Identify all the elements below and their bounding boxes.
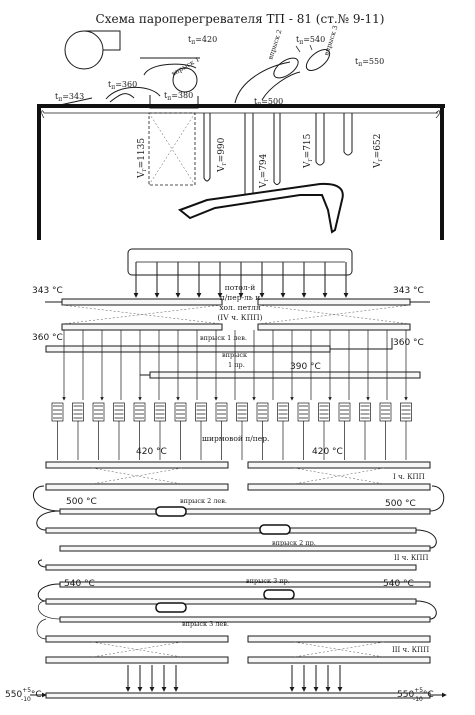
temp-label: 420 °С: [136, 447, 167, 457]
screen-coil-turns: [319, 405, 329, 419]
temp-label: 360 °С: [393, 338, 424, 348]
diagram-title: Схема пароперегревателя ТП - 81 (ст.№ 9-…: [96, 12, 385, 26]
screen-coil-turns: [217, 405, 226, 419]
temp-label: 343 °С: [393, 286, 424, 296]
screen-coil-turns: [278, 405, 288, 419]
spray-collectors: [234, 44, 331, 104]
screen-label: ширмовой п/пер.: [202, 434, 269, 443]
screen-coil-turns: [155, 405, 165, 419]
inlet-pipe: [59, 97, 93, 106]
v-label: Vг=715: [303, 133, 314, 169]
v-label: Vг=652: [373, 134, 384, 169]
outlet-arrows: [125, 665, 343, 692]
ceiling-label: потол-й п/пер-ль и хол. петля (IV ч. КПП…: [217, 283, 262, 322]
kpp-3-label: III ч. КПП: [392, 646, 429, 654]
top-temperature-labels: tп=343 tп=360 tп=420 tп=380 tп=500 tп=54…: [55, 35, 384, 108]
ceiling-label-line: (IV ч. КПП): [217, 313, 262, 322]
feed-arrows: [133, 262, 349, 298]
ceiling-superheater: [45, 298, 430, 331]
t-label: tп=380: [164, 91, 193, 102]
screen-coil-turns: [258, 405, 267, 419]
ceiling-label-line: хол. петля: [219, 303, 261, 312]
spray-left-1-label: впрыск 1 лев.: [200, 334, 247, 342]
kpp-stage-1: [45, 461, 431, 491]
kpp-1-label: I ч. КПП: [393, 473, 425, 481]
outlet-header: [30, 692, 447, 699]
screen-coil-turns: [176, 405, 185, 419]
v-label: Vг=794: [259, 153, 270, 189]
t-label: tп=540: [296, 35, 325, 46]
t-label: tп=500: [254, 97, 283, 108]
t-label: tп=550: [355, 57, 384, 68]
temp-label: 390 °С: [290, 362, 321, 372]
screen-coil-turns: [401, 405, 411, 419]
v-label: Vг=990: [217, 137, 228, 173]
screen-coil-turns: [340, 405, 349, 419]
spray-2-left-label: впрыск 2 лев.: [180, 497, 227, 505]
fan-icon: [64, 30, 121, 70]
screen-coil-turns: [53, 405, 62, 419]
screen-coil-turns: [94, 405, 103, 419]
screen-coil-turns: [381, 405, 390, 419]
temp-label: 420 °С: [312, 447, 343, 457]
temp-label: 540 °С: [64, 579, 95, 589]
inlet-loop: [109, 93, 135, 103]
temp-label: 500 °С: [385, 499, 416, 509]
furnace-nose: [177, 182, 344, 234]
spray-2-right-label: впрыск 2 пр.: [272, 539, 316, 547]
temp-label: 540 °С: [383, 579, 414, 589]
spray-right-1-label: впрыск: [222, 351, 247, 359]
screen-coil-turns: [237, 405, 247, 419]
temp-label: 360 °С: [32, 333, 63, 343]
feed-header: [127, 248, 353, 276]
v-label: Vг=1135: [137, 138, 148, 179]
spray-label: впрыск 1: [170, 55, 201, 78]
t-label: tп=360: [108, 80, 137, 91]
kpp-2-label: II ч. КПП: [394, 554, 428, 562]
screen-drop-lines: [62, 330, 408, 401]
screen-coil-turns: [73, 405, 83, 419]
temp-label: 500 °С: [66, 497, 97, 507]
spray-3-right-label: впрыск 3 пр.: [246, 577, 290, 585]
outlet-left-label: 550+5-10°С: [5, 687, 42, 703]
screen-coil-turns: [196, 405, 206, 419]
temp-label: 343 °С: [32, 286, 63, 296]
ceiling-label-line: потол-й: [225, 283, 255, 292]
screen-collectors: [45, 338, 421, 379]
screen-panel: [148, 112, 196, 186]
top-v-labels: Vг=1135 Vг=990 Vг=794 Vг=715 Vг=652: [137, 133, 384, 189]
kpp-stage-2: [33, 485, 445, 571]
t-label: tп=420: [188, 35, 217, 46]
spray-3-left-label: впрыск 3 лев.: [182, 620, 229, 628]
screen-coil-turns: [299, 405, 308, 419]
outlet-right-label: 550+5-10°С: [397, 687, 434, 703]
ceiling-label-line: п/пер-ль и: [220, 293, 261, 302]
screen-coil-turns: [114, 405, 124, 419]
screen-coil-turns: [360, 405, 370, 419]
kpp-stage-2-outlet: [37, 581, 437, 623]
kpp-stage-3: [36, 618, 431, 664]
screen-coils: [51, 402, 412, 460]
spray-right-1-label: 1 пр.: [228, 361, 245, 369]
screen-coil-turns: [135, 405, 144, 419]
t-label: tп=343: [55, 92, 84, 103]
spray-label: впрыск 2: [266, 28, 283, 60]
boiler-cross-section: [37, 30, 445, 240]
